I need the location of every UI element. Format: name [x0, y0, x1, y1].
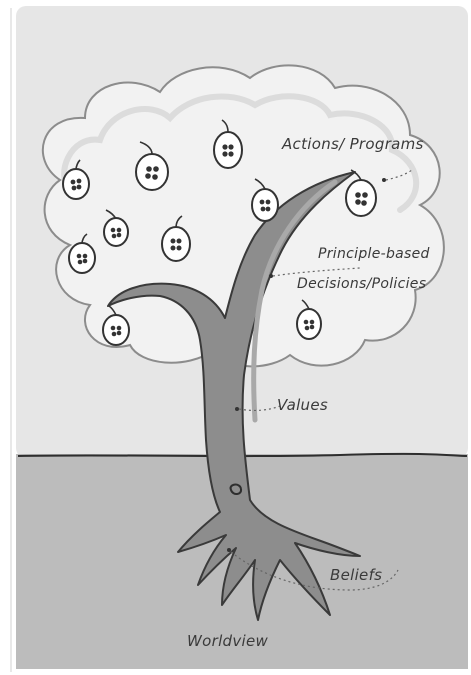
fruit-icon	[103, 209, 129, 247]
actions-leader-dot	[382, 178, 386, 182]
fruit-icon	[251, 178, 279, 222]
fruit-icon	[345, 169, 377, 217]
canopy-inner-shade	[61, 93, 420, 213]
fruit-icon	[68, 233, 96, 274]
label-beliefs: Beliefs	[330, 566, 382, 584]
beliefs-leader-dot	[227, 548, 231, 552]
label-worldview: Worldview	[187, 632, 269, 650]
actions-leader-line	[385, 169, 413, 181]
label-actions-programs: Actions/ Programs	[281, 135, 424, 153]
ground-line	[17, 452, 468, 458]
trunk-knot	[229, 483, 243, 495]
tree-trunk	[107, 171, 361, 621]
trunk-highlight	[251, 179, 338, 423]
fruit-icon	[135, 141, 169, 191]
fruit-icon	[102, 305, 130, 346]
label-principle-based: Principle-based	[318, 246, 430, 262]
label-decisions-policies: Decisions/Policies	[297, 276, 426, 292]
beliefs-leader-line	[230, 551, 399, 591]
fruit-icon	[296, 299, 322, 340]
values-leader-dot	[235, 407, 239, 411]
principle-leader-dot	[269, 274, 273, 278]
fruit-icon	[213, 119, 243, 169]
fruit-icon	[161, 215, 191, 262]
fruit-icon	[62, 159, 90, 200]
label-values: Values	[277, 396, 328, 414]
